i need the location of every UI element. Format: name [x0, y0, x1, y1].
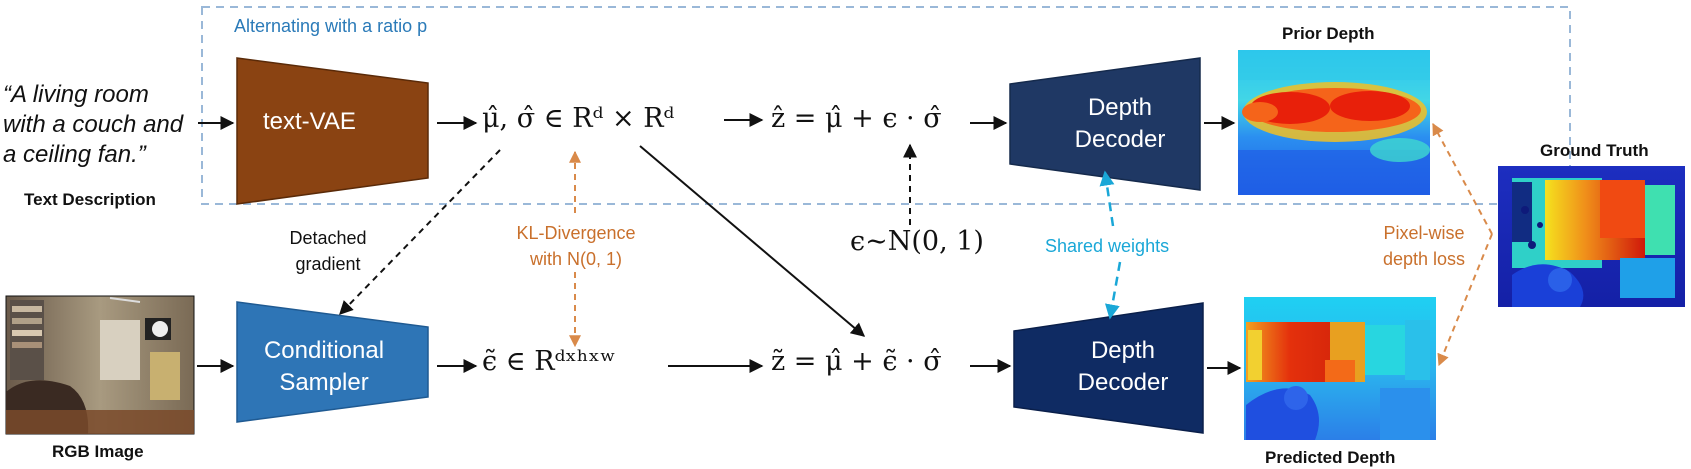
noise-equation: ϵ∼N(0, 1) — [850, 226, 984, 257]
text-vae-block — [236, 57, 429, 205]
eps-tilde-equation: ϵ̃ ∈ Rᵈˣʰˣʷ — [482, 346, 616, 377]
pixel-loss-arrow-lower — [1437, 233, 1493, 367]
depth-decoder-top-block — [1009, 57, 1201, 191]
conditional-sampler-block — [236, 301, 429, 423]
shared-weights-label: Shared weights — [1045, 236, 1170, 256]
shared-weights-arrow-lower — [1104, 261, 1122, 320]
z-tilde-equation: z̃ = μ̂ + ϵ̃ · σ̂ — [771, 346, 942, 377]
arrow-detached-gradient — [339, 149, 501, 316]
alternating-frame — [201, 6, 1571, 205]
z-hat-equation: ẑ = μ̂ + ϵ · σ̂ — [771, 103, 942, 134]
depth-decoder-bottom-label: Depth Decoder — [1077, 337, 1169, 396]
ground-truth-label: Ground Truth — [1540, 141, 1649, 160]
alternating-title: Alternating with a ratio p — [234, 16, 428, 36]
pixel-loss-arrow-upper — [1432, 122, 1493, 235]
arrow-latent-to-ztilde — [639, 145, 866, 337]
detached-gradient-label: Detached gradient — [289, 228, 367, 274]
prior-depth-image — [1238, 50, 1430, 195]
latent-equation: μ̂, σ̂ ∈ Rᵈ × Rᵈ — [482, 103, 675, 134]
kl-divergence-label: KL-Divergence with N(0, 1) — [516, 223, 636, 269]
rgb-image-label: RGB Image — [52, 442, 144, 461]
quote-line: a ceiling fan.” — [3, 141, 146, 168]
rgb-image — [5, 295, 195, 435]
prior-depth-label: Prior Depth — [1282, 24, 1375, 43]
depth-decoder-bottom-block — [1013, 302, 1204, 434]
pixel-wise-loss-label: Pixel-wise depth loss — [1382, 223, 1466, 269]
quote-line: with a couch and — [3, 111, 184, 138]
text-description-quote: “A living room with a couch and a ceilin… — [3, 80, 183, 170]
text-vae-label: text-VAE — [263, 108, 356, 135]
predicted-depth-image — [1244, 297, 1436, 440]
depth-decoder-top-label: Depth Decoder — [1074, 94, 1166, 153]
shared-weights-arrow-upper — [1099, 170, 1115, 227]
text-description-label: Text Description — [24, 190, 156, 209]
arrows — [197, 113, 1242, 375]
conditional-sampler-label: Conditional Sampler — [263, 337, 385, 396]
ground-truth-image — [1498, 166, 1685, 307]
quote-line: “A living room — [3, 81, 149, 108]
predicted-depth-label: Predicted Depth — [1265, 448, 1396, 467]
